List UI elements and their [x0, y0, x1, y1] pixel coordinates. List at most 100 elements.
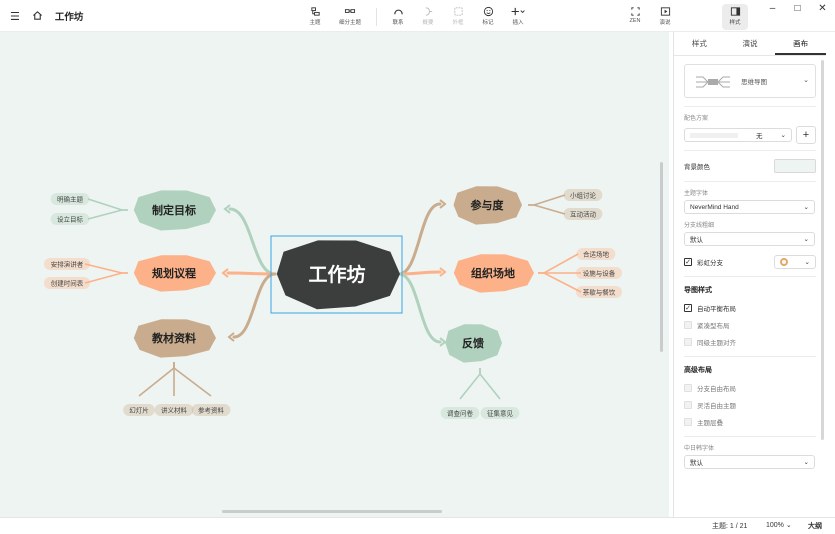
align-siblings-checkbox[interactable]: [684, 337, 692, 346]
branch-arrow: [227, 332, 235, 342]
cjk-font-select[interactable]: 默认 ⌄: [684, 455, 815, 469]
divider: [684, 150, 816, 151]
main-font-label: 主题字体: [684, 191, 709, 197]
marker-button[interactable]: 标记: [473, 4, 503, 30]
topic-icon: [310, 4, 321, 18]
subtopic-connector: [173, 362, 212, 397]
boundary-button[interactable]: 外框: [443, 4, 473, 30]
rainbow-style-icon: [780, 258, 788, 266]
structure-label: 思维导图: [741, 79, 767, 86]
relationship-button[interactable]: 联系: [383, 4, 413, 30]
main-topic-label: 规划议程: [152, 266, 196, 280]
add-topic-button[interactable]: 主题: [300, 4, 330, 30]
structure-selector[interactable]: 思维导图 ⌄: [684, 64, 816, 98]
free-branch-checkbox[interactable]: [684, 383, 692, 392]
minimize-icon[interactable]: –: [769, 2, 776, 14]
subtopic-connector: [538, 272, 582, 293]
subtopic-label: 创建时间表: [51, 279, 84, 288]
main-topic-label: 组织场地: [471, 266, 515, 280]
add-color-scheme-button[interactable]: +: [796, 126, 816, 144]
subtopic-bg: [191, 404, 231, 416]
subtopic-label: 参考资料: [198, 406, 225, 415]
mindmap-canvas[interactable]: 明确主题设立目标制定目标安排演讲者创建时间表规划议程幻灯片讲义材料参考资料教材资…: [0, 32, 669, 517]
branch-arrow: [221, 268, 229, 278]
selection-outline: [270, 235, 403, 314]
subtopic-connector: [138, 362, 175, 397]
subtopic-bg: [154, 404, 194, 416]
home-icon[interactable]: [32, 10, 43, 23]
style-panel-toggle[interactable]: 样式: [722, 4, 748, 30]
chevron-down-icon: ⌄: [803, 204, 809, 211]
tab-style[interactable]: 样式: [691, 39, 707, 48]
subtopic-bg: [563, 189, 603, 201]
floating-topic-checkbox[interactable]: [684, 400, 692, 409]
format-panel: 样式 演说 画布 思维导图 ⌄ 配色方案 无 ⌄ + 背景颜色 主题字体 Nev…: [673, 32, 827, 517]
subtopic-label: 茶歇与餐饮: [583, 288, 616, 297]
vertical-scrollbar[interactable]: [660, 162, 663, 352]
boundary-icon: [453, 4, 464, 18]
auto-balance-option[interactable]: ✓ 自动平衡布局: [684, 303, 736, 313]
subtopic-label: 幻灯片: [129, 406, 149, 415]
color-scheme-label: 配色方案: [684, 116, 709, 122]
free-branch-option[interactable]: 分支自由布局: [674, 379, 826, 396]
main-topic-shape: [453, 254, 534, 293]
branch-connector: [232, 272, 277, 339]
menu-icon[interactable]: ☰: [10, 10, 20, 23]
compact-layout-option[interactable]: 紧凑型布局: [674, 316, 826, 333]
chevron-down-icon: ⌄: [803, 77, 809, 84]
rainbow-branch-checkbox[interactable]: ✓: [684, 258, 692, 266]
insert-button[interactable]: 插入: [503, 4, 533, 30]
subtopic-label: 设立目标: [57, 215, 84, 224]
layout-section-title: 导图样式: [684, 287, 712, 294]
add-subtopic-button[interactable]: 细分主题: [330, 4, 370, 30]
toolbar-divider: [376, 8, 377, 26]
fullscreen-icon: [630, 4, 641, 18]
topic-overlap-checkbox[interactable]: [684, 417, 692, 426]
subtopic-bg: [563, 208, 603, 220]
main-topic-shape: [133, 319, 216, 358]
main-topic-label: 参与度: [471, 198, 505, 212]
chevron-down-icon: ⌄: [803, 459, 809, 466]
maximize-icon[interactable]: □: [794, 2, 801, 14]
divider: [684, 106, 816, 107]
main-topic-shape: [445, 324, 502, 363]
divider: [684, 181, 816, 182]
rainbow-branch-label: 彩虹分支: [697, 260, 723, 267]
close-icon[interactable]: ✕: [818, 2, 827, 14]
outline-button[interactable]: 大纲: [808, 523, 822, 530]
color-scheme-select[interactable]: 无 ⌄: [684, 128, 792, 142]
main-topic-shape: [453, 186, 522, 225]
bg-color-swatch[interactable]: [774, 159, 816, 173]
floating-topic-option[interactable]: 灵活自由主题: [674, 396, 826, 413]
topic-overlap-option[interactable]: 主题层叠: [674, 413, 826, 430]
tab-canvas[interactable]: 画布: [775, 32, 827, 55]
compact-layout-checkbox[interactable]: [684, 320, 692, 329]
branch-thickness-select[interactable]: 默认 ⌄: [684, 232, 815, 246]
window-controls: – □ ✕: [760, 0, 835, 16]
auto-balance-checkbox[interactable]: ✓: [684, 303, 692, 312]
main-toolbar: 主题 细分主题 联系 概要 外框 标记 插入: [300, 4, 533, 30]
tab-present[interactable]: 演说: [742, 39, 758, 48]
branch-connector: [397, 272, 442, 344]
panel-scrollbar[interactable]: [821, 60, 824, 440]
subtopic-label: 征集意见: [487, 409, 514, 418]
document-title: 工作坊: [54, 12, 84, 23]
zen-mode-button[interactable]: ZEN: [620, 4, 650, 30]
branch-arrow: [439, 199, 447, 209]
align-siblings-option[interactable]: 同级主题对齐: [674, 333, 826, 350]
subtopic-connector: [87, 198, 128, 211]
horizontal-scrollbar[interactable]: [222, 510, 442, 513]
zoom-selector[interactable]: 100% ⌄: [766, 522, 792, 529]
cjk-font-label: 中日韩字体: [684, 446, 715, 452]
present-button[interactable]: 演说: [650, 4, 680, 30]
subtopic-label: 小组讨论: [570, 191, 597, 200]
summary-button[interactable]: 概要: [413, 4, 443, 30]
subtopic-icon: [344, 4, 356, 18]
main-font-select[interactable]: NeverMind Hand ⌄: [684, 200, 815, 214]
rainbow-style-select[interactable]: ⌄: [774, 255, 816, 269]
main-topic-label: 教材资料: [151, 331, 196, 345]
main-topic-label: 制定目标: [152, 203, 196, 217]
mindmap-svg: 明确主题设立目标制定目标安排演讲者创建时间表规划议程幻灯片讲义材料参考资料教材资…: [44, 186, 622, 419]
chevron-down-icon: ⌄: [780, 132, 786, 139]
chevron-down-icon: ⌄: [803, 236, 809, 243]
